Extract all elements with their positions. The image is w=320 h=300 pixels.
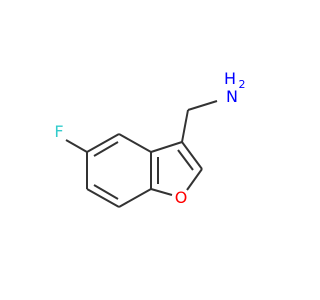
bond-c3a-c3	[150, 141, 183, 153]
bond-c6-c7	[86, 188, 120, 208]
bond-ch2-n	[187, 100, 218, 111]
bond-c2-o	[186, 168, 203, 191]
fluorine-symbol: F	[54, 122, 63, 141]
bonds	[65, 100, 218, 208]
atom-labels: N H 2 F O	[54, 69, 245, 207]
bond-c4-c5	[86, 133, 120, 153]
atom-amine-n: N	[226, 87, 238, 106]
bond-c3-ch2	[181, 109, 189, 143]
atom-fluorine: F	[54, 122, 63, 141]
atom-amine-h: H	[224, 69, 236, 88]
bond-c5-f	[65, 139, 88, 153]
amine-n-symbol: N	[226, 87, 238, 106]
atom-furan-o: O	[175, 188, 188, 207]
bond-c4-c5-inner	[93, 141, 119, 157]
bond-c6-c7-inner	[93, 184, 119, 200]
furan-o-symbol: O	[175, 188, 188, 207]
bond-c3a-c4	[118, 133, 152, 153]
amine-h-symbol: H	[224, 69, 236, 88]
molecule-structure: N H 2 F O	[54, 69, 246, 208]
bond-c3-c2-inner	[177, 149, 194, 171]
bond-o-c7a	[150, 188, 173, 196]
bond-c3-c2	[181, 141, 203, 170]
atom-amine-h-count: 2	[239, 78, 246, 91]
bond-c7-c7a	[118, 188, 152, 208]
amine-h-count: 2	[239, 78, 246, 91]
